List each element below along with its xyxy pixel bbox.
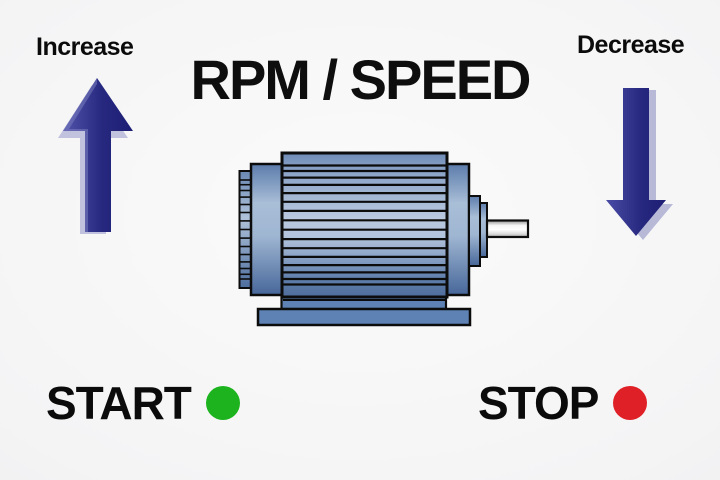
stop-indicator[interactable]	[613, 386, 648, 420]
start-indicator[interactable]	[205, 386, 240, 420]
stop-label: STOP	[478, 377, 599, 429]
start-button[interactable]: START	[46, 380, 240, 426]
motor-shaft	[485, 219, 530, 239]
motor-body	[280, 151, 449, 299]
decrease-arrow-icon[interactable]	[605, 86, 673, 240]
motor-left-endbell	[249, 162, 284, 297]
page-title: RPM / SPEED	[190, 48, 532, 111]
stop-button[interactable]: STOP	[478, 377, 648, 429]
motor-right-endbell	[445, 162, 471, 297]
decrease-label: Decrease	[577, 31, 685, 59]
start-label: START	[46, 377, 192, 429]
increase-label: Increase	[36, 33, 134, 61]
electric-motor-illustration	[238, 151, 530, 327]
increase-arrow-icon[interactable]	[58, 76, 136, 234]
motor-foot	[256, 307, 472, 327]
